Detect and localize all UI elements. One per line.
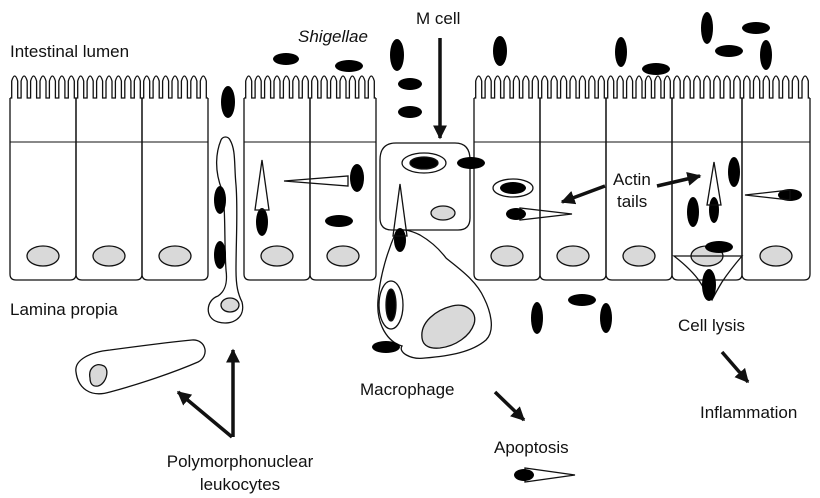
bacterium — [273, 53, 299, 65]
cell-lysis-label: Cell lysis — [678, 316, 745, 336]
bacterium — [350, 164, 364, 192]
microvilli — [474, 76, 540, 98]
microvilli — [310, 76, 376, 98]
bacterium — [457, 157, 485, 169]
nucleus — [557, 246, 589, 266]
nucleus — [261, 246, 293, 266]
epithelial-cell — [244, 76, 310, 280]
epithelial-cell — [10, 76, 76, 280]
bacterium — [256, 208, 268, 236]
apoptosis-arrow — [495, 392, 524, 420]
pmn-lamina-propia — [76, 340, 205, 394]
lamina-propia-label: Lamina propia — [10, 300, 118, 320]
nucleus — [491, 246, 523, 266]
bacterium — [600, 303, 612, 333]
actin-tail — [284, 176, 348, 186]
actin-tail — [520, 208, 572, 220]
intestinal-lumen-label: Intestinal lumen — [10, 42, 129, 62]
epithelial-cell — [540, 76, 606, 280]
microvilli — [672, 76, 742, 98]
pmn-arrow-left — [178, 392, 232, 437]
inflammation-arrow — [722, 352, 748, 382]
epithelial-cell — [474, 76, 540, 280]
inflammation-label: Inflammation — [700, 403, 797, 423]
bacterium — [221, 86, 235, 118]
bacterium — [705, 241, 733, 253]
bacterium — [394, 228, 406, 252]
bacterium — [493, 36, 507, 66]
bacterium — [398, 78, 422, 90]
microvilli — [10, 76, 76, 98]
bacterium — [701, 12, 713, 44]
pmn-label-line1: Polymorphonuclear — [150, 452, 330, 472]
epithelial-cell — [142, 76, 208, 280]
microvilli — [540, 76, 606, 98]
m-cell — [380, 143, 470, 230]
bacterium — [500, 182, 526, 194]
bacterium — [760, 40, 772, 70]
nucleus — [159, 246, 191, 266]
tails-label: tails — [617, 192, 647, 212]
nucleus — [27, 246, 59, 266]
bacterium-with-tail — [506, 208, 526, 220]
bacterium — [615, 37, 627, 67]
microvilli — [742, 76, 810, 98]
bacterium — [372, 341, 400, 353]
bacterium — [335, 60, 363, 72]
actin-tails-arrow-right — [657, 176, 700, 186]
microvilli — [244, 76, 310, 98]
bacterium — [398, 106, 422, 118]
pmn-label-line2: leukocytes — [150, 475, 330, 495]
bacterium — [687, 197, 699, 227]
nucleus — [623, 246, 655, 266]
bacterium — [709, 197, 719, 223]
epithelial-cell — [76, 76, 142, 280]
apoptosis-label: Apoptosis — [494, 438, 569, 458]
shigellae-label: Shigellae — [298, 27, 368, 47]
nucleus — [327, 246, 359, 266]
microvilli — [76, 76, 142, 98]
nucleus — [760, 246, 792, 266]
actin-label: Actin — [613, 170, 651, 190]
bacterium — [728, 157, 740, 187]
microvilli — [142, 76, 208, 98]
bacterium — [390, 39, 404, 71]
bacterium — [642, 63, 670, 75]
pmn-transmigrating — [208, 137, 242, 323]
bacterium — [742, 22, 770, 34]
bacterium — [715, 45, 743, 57]
bacterium-with-tail — [514, 469, 534, 481]
bacterium — [214, 241, 226, 269]
bacterium — [214, 186, 226, 214]
macrophage-label: Macrophage — [360, 380, 455, 400]
bacterium — [702, 269, 716, 301]
actin-tails-arrow-left — [562, 186, 605, 202]
m-cell-label: M cell — [416, 9, 460, 29]
actin-tail — [255, 160, 269, 210]
epithelial-cell — [742, 76, 810, 280]
nucleus — [93, 246, 125, 266]
bacterium — [568, 294, 596, 306]
bacterium — [531, 302, 543, 334]
microvilli — [606, 76, 672, 98]
bacterium — [325, 215, 353, 227]
